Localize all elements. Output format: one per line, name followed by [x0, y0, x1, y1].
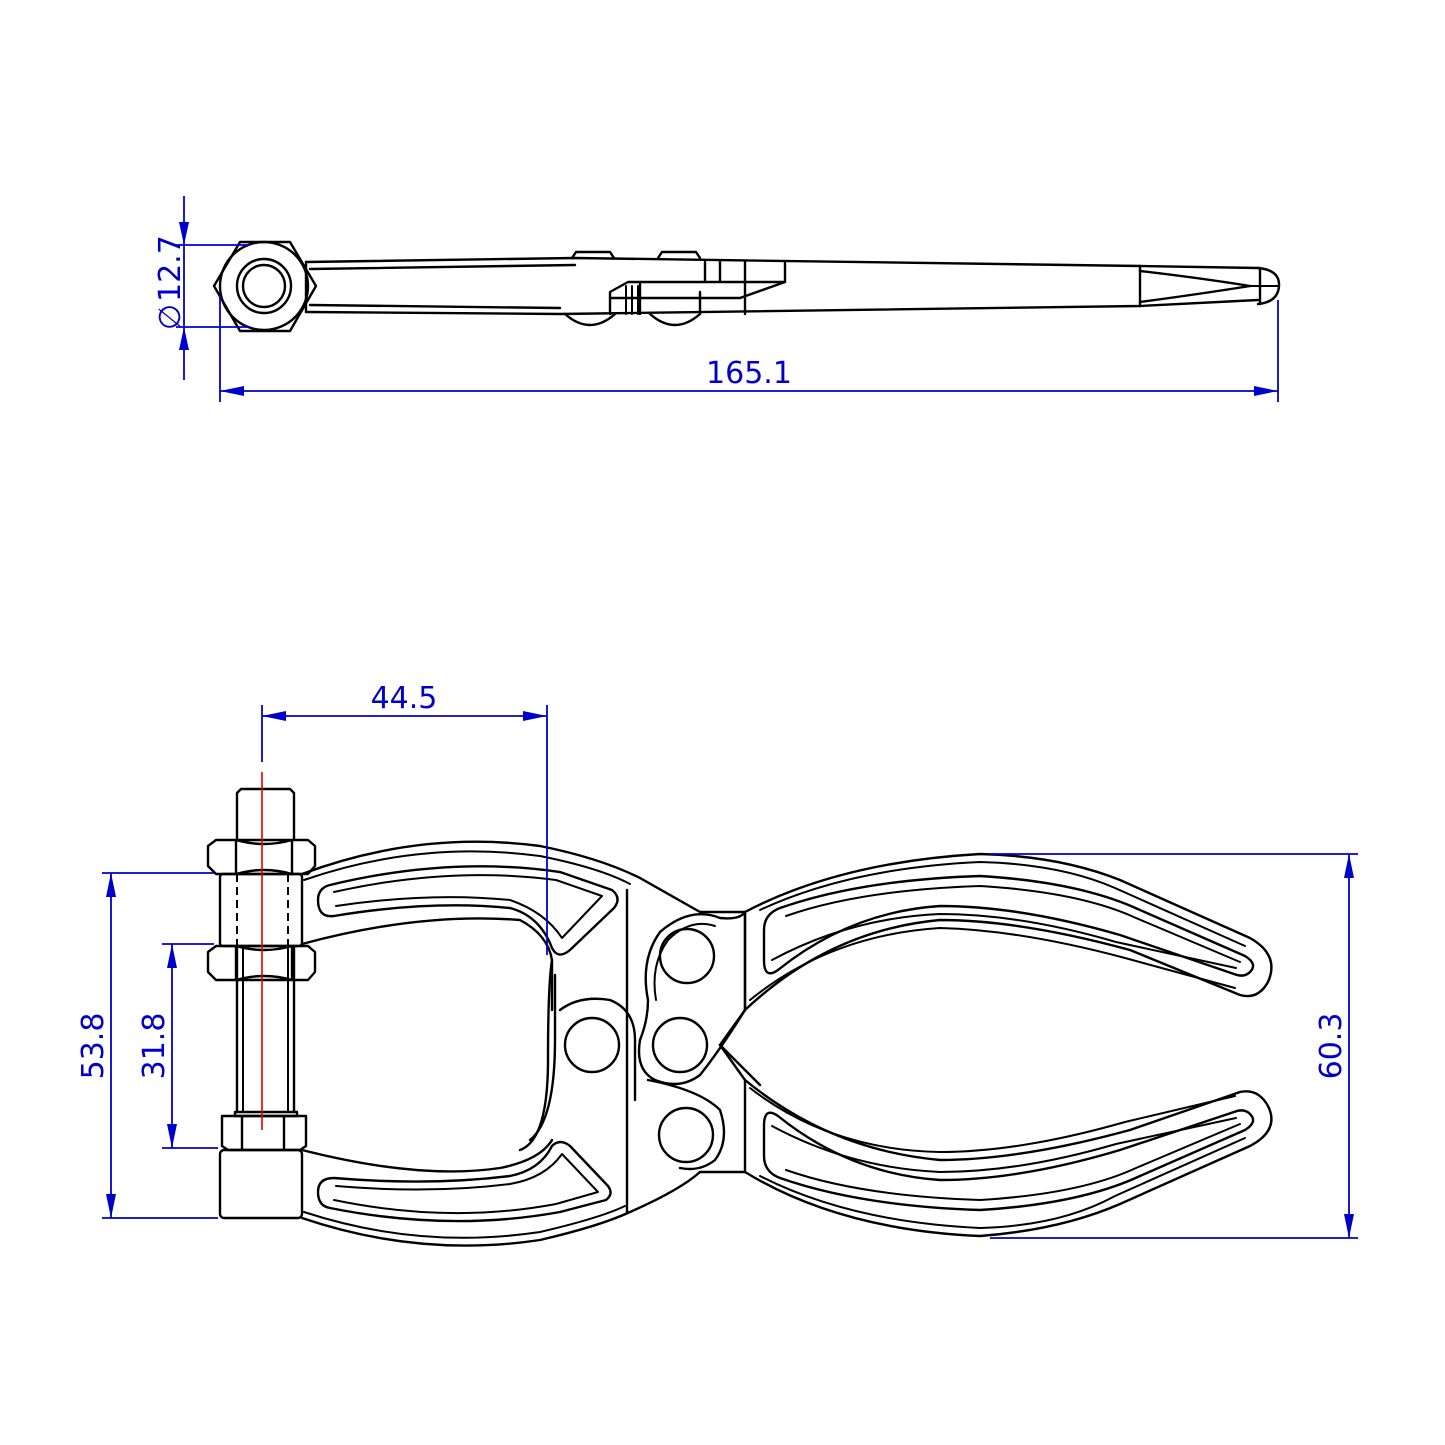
spindle-to-pivot-value: 44.5 — [371, 681, 438, 716]
arrow-icon — [167, 944, 177, 968]
arm-top-inner — [308, 263, 577, 271]
lower-jaw-block — [218, 1148, 304, 1220]
handle-cross-line — [718, 1043, 762, 1087]
arm-bottom-inner — [308, 303, 562, 310]
spindle-tip — [235, 787, 296, 842]
upper-handle-slot-inner — [771, 885, 1241, 969]
arrow-icon — [106, 873, 116, 897]
upper-link-plate — [637, 910, 747, 1086]
lower-handle-outer — [698, 1043, 1273, 1238]
lower-jaw-slot-inner — [333, 1153, 599, 1215]
arrow-icon — [179, 222, 189, 245]
hinge-block — [608, 260, 787, 316]
grip-taper-bottom — [1138, 284, 1252, 304]
rivet-bottom-2 — [648, 312, 702, 327]
arrow-icon — [262, 711, 286, 721]
arm-top-edge — [304, 256, 1260, 270]
upper-handle-line-2 — [749, 927, 1236, 1001]
arrow-icon — [106, 1194, 116, 1218]
upper-jaw-arm-inner — [300, 917, 554, 1012]
lower-handle-line-1 — [749, 1087, 1236, 1153]
lower-jaw-arm-line — [303, 1205, 626, 1239]
front-view: 44.5 53.8 31.8 60.3 — [76, 681, 1358, 1247]
top-view: ∅ 12.7 165.1 — [153, 196, 1281, 402]
lower-jaw-arm-outer — [300, 1170, 702, 1247]
upper-link-plate-inner — [653, 922, 716, 1001]
upper-jaw-arm-line — [303, 850, 631, 885]
arrow-icon — [1344, 1214, 1354, 1238]
jaw-opening-value: 31.8 — [137, 1013, 172, 1080]
pivot-hole-upper — [658, 927, 716, 985]
pivot-hole-lower — [657, 1106, 715, 1164]
spindle-inner-circle — [241, 263, 287, 309]
lower-handle-line-2 — [759, 1137, 1246, 1229]
hex-nut-outline — [212, 240, 318, 333]
upper-nut — [206, 838, 317, 876]
upper-handle-line-1 — [759, 861, 1246, 947]
upper-jaw-block — [218, 872, 304, 948]
upper-jaw-slot — [316, 865, 619, 956]
lower-handle-slot — [762, 1109, 1255, 1212]
arm-bottom-edge — [304, 298, 1260, 316]
nut-washer-circle — [218, 240, 310, 332]
pivot-hole-center — [651, 1016, 709, 1074]
diameter-symbol: ∅ — [153, 304, 188, 330]
lower-jaw-slot — [316, 1140, 612, 1223]
upper-jaw-slot-inner — [333, 874, 603, 939]
lower-jaw-arm-inner — [300, 1138, 554, 1173]
jaw-frame-left — [518, 958, 554, 1152]
diameter-value: 12.7 — [153, 235, 188, 302]
lock-nut — [206, 944, 317, 982]
pivot-hole-left — [563, 1016, 621, 1074]
hinge-lines — [625, 285, 639, 315]
upper-handle-outer — [698, 852, 1273, 1047]
rivet-top-1 — [570, 250, 616, 260]
lower-handle-slot-inner — [771, 1117, 1241, 1201]
arrow-icon — [523, 711, 547, 721]
spindle-outer-circle — [235, 257, 293, 315]
left-link-plate — [558, 997, 637, 1102]
lower-link-plate — [646, 1078, 726, 1171]
arrow-icon — [1254, 386, 1278, 396]
rivet-bottom-1 — [563, 312, 617, 327]
overall-length-value: 165.1 — [706, 356, 792, 391]
upper-jaw-arm-outer — [300, 840, 702, 914]
arrow-icon — [167, 1124, 177, 1148]
arrow-icon — [179, 327, 189, 350]
arrow-icon — [1344, 854, 1354, 878]
jaw-frame-inner — [528, 973, 557, 1142]
rivet-top-2 — [656, 250, 702, 260]
bottom-nut — [220, 1114, 308, 1152]
arrow-icon — [220, 386, 244, 396]
grip-taper-top — [1138, 269, 1252, 288]
jaw-outer-height-value: 53.8 — [76, 1013, 111, 1080]
handle-spread-value: 60.3 — [1314, 1013, 1349, 1080]
